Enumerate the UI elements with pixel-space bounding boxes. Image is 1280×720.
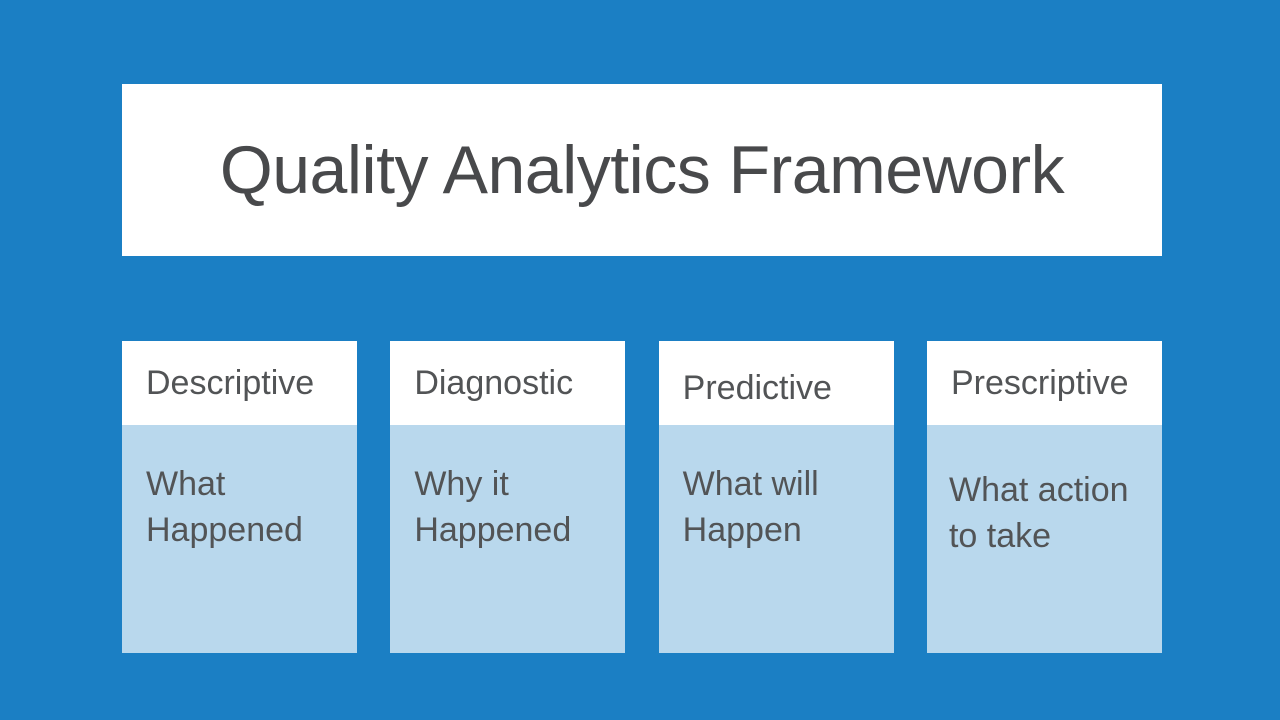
card-body-line: Happen [682, 511, 802, 549]
cards-row: Descriptive What Happened Diagnostic Why… [122, 341, 1162, 653]
card-title: Prescriptive [950, 363, 1129, 402]
card-predictive: Predictive What will Happen [658, 341, 894, 653]
card-header: Diagnostic [390, 341, 626, 425]
card-body: What will Happen [658, 425, 894, 653]
card-title: Diagnostic [414, 363, 574, 402]
card-body-line: Happened [146, 511, 303, 549]
card-prescriptive: Prescriptive What action to take [926, 341, 1162, 653]
card-body-line: What action [948, 471, 1129, 509]
card-diagnostic: Diagnostic Why it Happened [390, 341, 626, 653]
card-descriptive: Descriptive What Happened [122, 341, 357, 653]
card-body-line: What [146, 465, 226, 503]
card-body: What action to take [926, 425, 1162, 653]
card-title: Descriptive [146, 363, 315, 402]
title-box: Quality Analytics Framework [122, 84, 1162, 256]
card-body: What Happened [122, 425, 357, 653]
card-body-line: to take [948, 517, 1052, 555]
slide-title: Quality Analytics Framework [219, 132, 1065, 208]
card-title: Predictive [682, 368, 832, 407]
card-body: Why it Happened [390, 425, 626, 653]
card-body-line: What will [682, 465, 819, 503]
card-header: Predictive [658, 341, 894, 425]
card-body-line: Happened [414, 511, 572, 549]
card-body-line: Why it [414, 465, 509, 503]
card-header: Prescriptive [926, 341, 1162, 425]
card-header: Descriptive [122, 341, 357, 425]
